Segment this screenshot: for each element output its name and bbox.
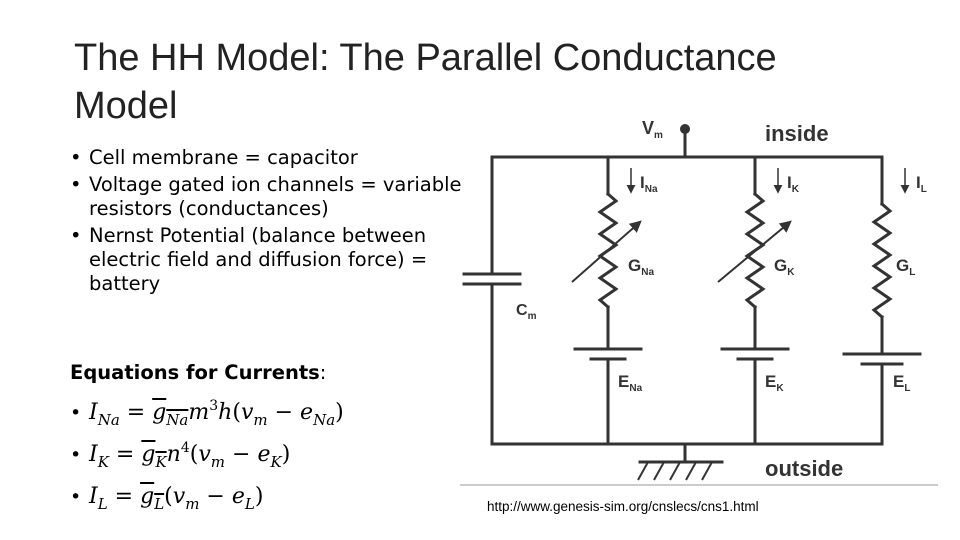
source-link[interactable]: http://www.genesis-sim.org/cnslecs/cns1.…: [487, 499, 759, 514]
current-l-label: IL: [916, 173, 927, 195]
bullet-list: Cell membrane = capacitor Voltage gated …: [70, 146, 470, 299]
cm-label: Cm: [516, 302, 537, 322]
equation-list: INa = gNam3h(vm − eNa) IK = gKn4(vm − eK…: [70, 397, 344, 523]
equation-i-l: IL = gL(vm − eL): [70, 481, 344, 523]
circuit-diagram: Vm inside outside Cm INa IK IL GNa GK GL…: [460, 118, 938, 486]
variable-arrow-na: [571, 220, 642, 283]
inside-label: inside: [765, 121, 829, 146]
bullet-item: Nernst Potential (balance between electr…: [70, 224, 470, 296]
equations-heading-colon: :: [319, 361, 327, 384]
bullet-item: Voltage gated ion channels = variable re…: [70, 173, 470, 221]
g-l-label: GL: [896, 256, 915, 278]
equations-heading-text: Equations for Currents: [70, 361, 320, 384]
g-k-label: GK: [774, 256, 795, 278]
outside-label: outside: [765, 456, 843, 481]
current-na-label: INa: [640, 173, 658, 195]
e-na-label: ENa: [618, 372, 643, 394]
resistor-l: [871, 201, 893, 320]
bullet-item: Cell membrane = capacitor: [70, 146, 470, 170]
vm-node-dot: [680, 124, 690, 134]
slide-title: The HH Model: The Parallel Conductance M…: [74, 37, 777, 127]
current-k-label: IK: [787, 173, 800, 195]
e-l-label: EL: [893, 372, 910, 394]
e-k-label: EK: [765, 372, 784, 394]
g-na-label: GNa: [628, 256, 654, 278]
equation-i-na: INa = gNam3h(vm − eNa): [70, 397, 344, 439]
equations-heading: Equations for Currents:: [70, 361, 326, 384]
equation-i-k: IK = gKn4(vm − eK): [70, 439, 344, 481]
ground-hatch: [637, 461, 713, 481]
variable-arrow-k: [717, 220, 792, 283]
vm-label: Vm: [642, 118, 663, 141]
